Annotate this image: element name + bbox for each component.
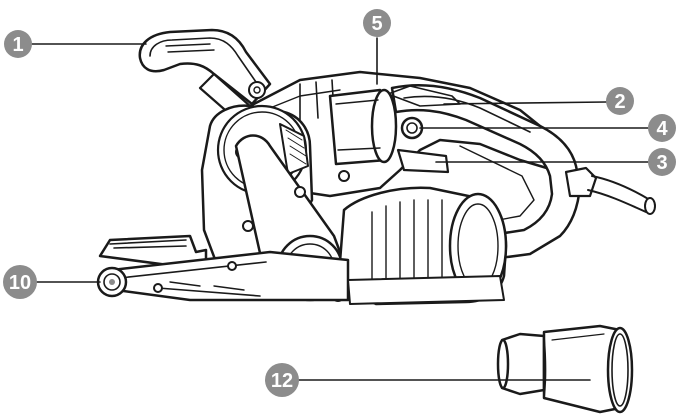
callout-1-label: 1 [12, 34, 23, 56]
belt-cover [200, 104, 350, 302]
callout-10-label: 10 [9, 272, 31, 294]
callout-5-label: 5 [371, 13, 382, 35]
dust-adapter-illustration [496, 324, 634, 414]
callout-4-badge [648, 114, 676, 142]
callout-3-label: 3 [656, 152, 667, 174]
callout-5-badge [363, 9, 391, 37]
front-roller [96, 266, 128, 298]
callout-2-label: 2 [614, 91, 625, 113]
callout-3: 3 [648, 148, 676, 176]
callout-4-label: 4 [656, 118, 668, 140]
callout-1: 1 [4, 30, 32, 58]
motor-end-cap [328, 88, 398, 166]
callout-12: 12 [265, 363, 299, 397]
callout-5: 5 [363, 9, 391, 37]
callout-2-badge [606, 87, 634, 115]
callout-12-badge [265, 363, 299, 397]
callout-1-badge [4, 30, 32, 58]
callout-10-badge [3, 265, 37, 299]
leader-line-2 [443, 101, 607, 105]
callout-3-badge [648, 148, 676, 176]
base-frame [98, 234, 505, 305]
power-cord [564, 166, 656, 215]
leader-lines [29, 37, 649, 381]
callout-badges: 1 5 2 4 3 10 12 [3, 9, 676, 397]
callout-10: 10 [3, 265, 37, 299]
callout-4: 4 [648, 114, 676, 142]
callout-12-label: 12 [271, 370, 293, 392]
callout-2: 2 [606, 87, 634, 115]
